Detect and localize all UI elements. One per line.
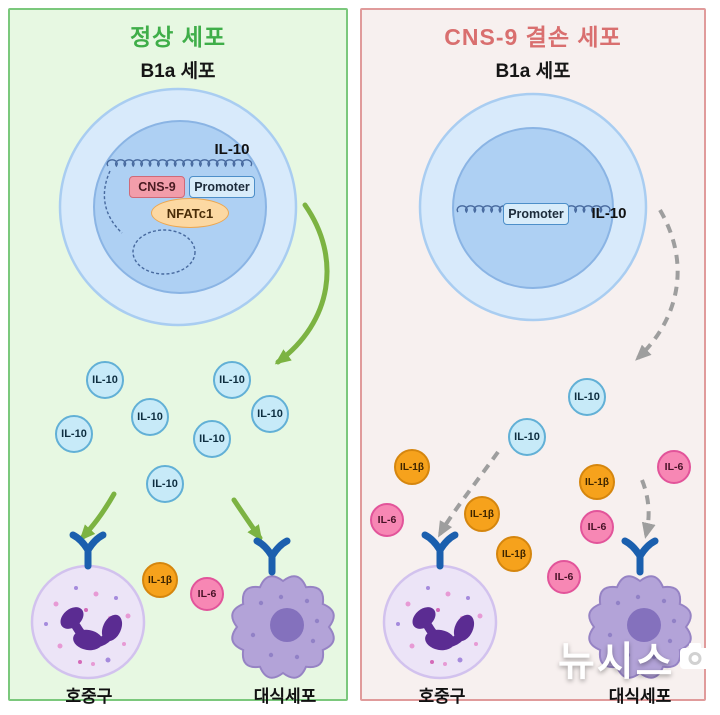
panel-title-deficient: CNS-9 결손 세포 xyxy=(444,24,622,50)
to-neutrophil-arrow-normal xyxy=(79,491,117,541)
il6-molecule: IL-6 xyxy=(547,560,581,594)
to-macrophage-arrow-normal xyxy=(231,497,263,542)
camera-icon xyxy=(680,643,711,669)
il6-molecule: IL-6 xyxy=(657,450,691,484)
neutrophil-label: 호중구 xyxy=(418,687,466,706)
b1a-cell-label: B1a 세포 xyxy=(495,61,571,82)
il1b-molecule: IL-1β xyxy=(394,449,430,485)
il10-molecule: IL-10 xyxy=(193,420,231,458)
il6-molecule: IL-6 xyxy=(370,503,404,537)
dna-coil xyxy=(106,159,253,168)
il10-gene-label: IL-10 xyxy=(591,205,627,222)
il10-receptor-icon xyxy=(425,535,455,566)
il10-molecule: IL-10 xyxy=(146,465,184,503)
macrophage-label: 대식세포 xyxy=(253,687,317,706)
secretion-arrow-normal xyxy=(274,202,330,365)
dna-strand xyxy=(103,170,123,234)
nfatc1-factor: NFATc1 xyxy=(151,198,229,228)
dna-loop xyxy=(132,229,196,275)
il1b-molecule: IL-1β xyxy=(464,496,500,532)
neutrophil-cell-normal xyxy=(32,566,144,678)
il10-molecule: IL-10 xyxy=(55,415,93,453)
promoter-box: Promoter xyxy=(189,176,255,198)
neutrophil-label: 호중구 xyxy=(65,687,113,706)
to-macrophage-arrow-deficient xyxy=(640,479,656,539)
il10-receptor-icon xyxy=(257,541,287,572)
il10-molecule: IL-10 xyxy=(251,395,289,433)
il10-gene-label: IL-10 xyxy=(214,141,250,158)
il10-molecule: IL-10 xyxy=(131,398,169,436)
neutrophil-cell-deficient xyxy=(384,566,496,678)
panel-title-normal: 정상 세포 xyxy=(129,24,227,50)
news-watermark: 뉴시스 xyxy=(558,642,711,682)
il1b-molecule: IL-1β xyxy=(142,562,178,598)
il6-molecule: IL-6 xyxy=(190,577,224,611)
watermark-text: 뉴시스 xyxy=(558,640,675,684)
macrophage-cell-normal xyxy=(231,575,335,679)
b1a-cell-label: B1a 세포 xyxy=(140,61,216,82)
il1b-molecule: IL-1β xyxy=(579,464,615,500)
secretion-arrow-deficient xyxy=(635,208,680,361)
promoter-box: Promoter xyxy=(503,203,569,225)
macrophage-label: 대식세포 xyxy=(608,687,672,706)
il6-molecule: IL-6 xyxy=(580,510,614,544)
il10-molecule: IL-10 xyxy=(568,378,606,416)
il10-receptor-icon xyxy=(73,535,103,566)
il10-molecule: IL-10 xyxy=(508,418,546,456)
il1b-molecule: IL-1β xyxy=(496,536,532,572)
il10-molecule: IL-10 xyxy=(213,361,251,399)
il10-molecule: IL-10 xyxy=(86,361,124,399)
il10-receptor-icon xyxy=(625,541,655,572)
cns9-element-box: CNS-9 xyxy=(129,176,185,198)
